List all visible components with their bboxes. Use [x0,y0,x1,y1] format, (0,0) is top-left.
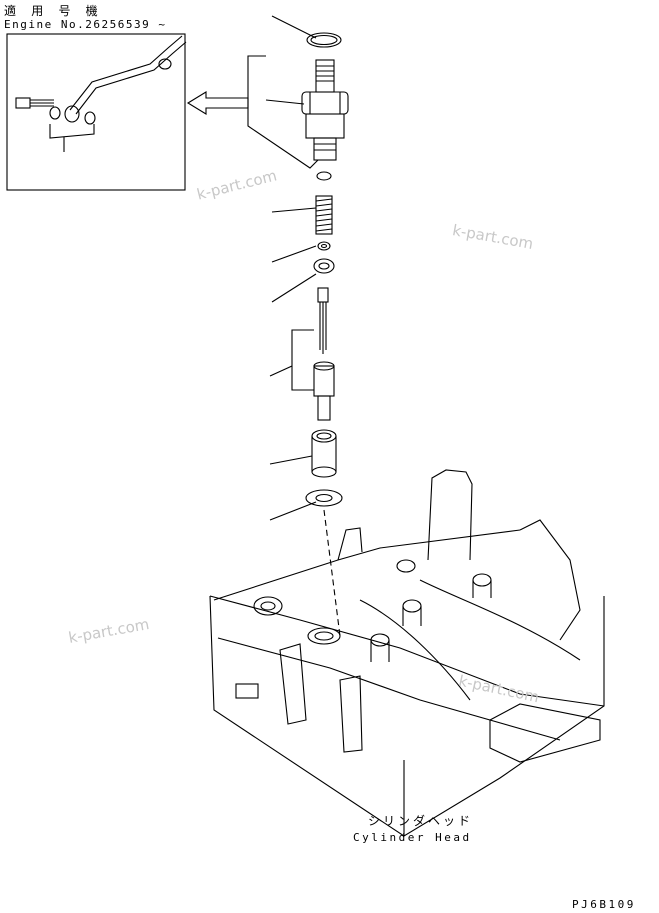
small-washer [316,171,332,181]
nozzle-body [313,361,335,421]
retaining-nut [311,429,337,478]
arrow-left-icon [186,91,249,115]
caption-english: Cylinder Head [353,831,472,844]
injector-bracket [247,55,319,169]
spacer [313,258,335,274]
leader-lines [265,15,317,521]
nozzle-needle [317,287,329,354]
injector-assembly [301,59,349,161]
applicable-serial-label: 適 用 号 機 [4,4,102,18]
inset-detail [6,33,187,191]
spring-seat [317,241,331,251]
needle-body-bracket [291,329,314,391]
engine-serial-number: Engine No.26256539 ~ [4,18,167,31]
figure-code: PJ6B109 [572,898,636,911]
cylinder-head [209,469,605,837]
o-ring [306,32,342,48]
caption-japanese: シリンダヘッド [368,814,474,828]
gasket [305,489,343,507]
spring [315,195,333,235]
